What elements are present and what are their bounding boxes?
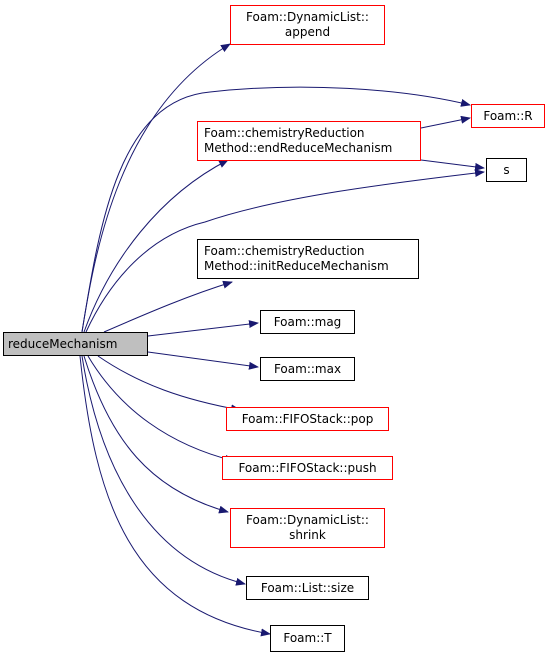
edge-root-shrink <box>83 355 229 514</box>
edge-root-endreduce <box>83 159 229 333</box>
node-label: Foam::FIFOStack::push <box>238 460 377 475</box>
node-foam-r[interactable]: Foam::R <box>471 104 545 128</box>
node-fifo-stack-pop[interactable]: Foam::FIFOStack::pop <box>226 407 389 431</box>
node-label: Foam::List::size <box>260 580 355 595</box>
node-label-line2: Method::endReduceMechanism <box>204 141 393 155</box>
node-foam-max[interactable]: Foam::max <box>260 357 355 381</box>
node-fifo-stack-push[interactable]: Foam::FIFOStack::push <box>222 456 393 480</box>
node-init-reduce-mechanism[interactable]: Foam::chemistryReduction Method::initRed… <box>197 239 419 279</box>
node-list-size[interactable]: Foam::List::size <box>246 576 369 600</box>
node-label: Foam::T <box>283 631 332 645</box>
node-label-line1: Foam::DynamicList:: <box>246 513 369 527</box>
node-label: Foam::max <box>273 361 342 376</box>
node-label: Foam::mag <box>273 314 342 329</box>
edge-root-t <box>79 355 271 637</box>
node-foam-t[interactable]: Foam::T <box>270 625 345 652</box>
edge-root-r <box>81 86 471 333</box>
node-label-line1: Foam::DynamicList:: <box>246 10 369 24</box>
edge-root-size <box>81 355 246 586</box>
node-foam-mag[interactable]: Foam::mag <box>260 310 355 334</box>
node-label: s <box>503 162 510 177</box>
edge-root-push <box>87 355 235 463</box>
edge-root-s <box>85 169 485 333</box>
node-dynamic-list-shrink[interactable]: Foam::DynamicList:: shrink <box>230 508 385 548</box>
node-reduce-mechanism[interactable]: reduceMechanism <box>3 332 148 356</box>
edge-root-append <box>81 43 231 333</box>
node-label: reduceMechanism <box>8 336 118 351</box>
edge-root-max <box>147 351 259 370</box>
node-label-line1: Foam::chemistryReduction <box>204 126 365 140</box>
node-label-line2: append <box>284 25 331 39</box>
node-label: Foam::FIFOStack::pop <box>241 411 374 426</box>
node-label: Foam::R <box>483 108 533 123</box>
edge-endreduce-s <box>420 159 485 171</box>
node-s[interactable]: s <box>486 158 527 182</box>
edge-root-initreduce <box>103 280 233 333</box>
node-label-line1: Foam::chemistryReduction <box>204 244 365 258</box>
edge-root-pop <box>97 355 241 413</box>
node-dynamic-list-append[interactable]: Foam::DynamicList:: append <box>230 5 385 45</box>
node-end-reduce-mechanism[interactable]: Foam::chemistryReduction Method::endRedu… <box>197 121 421 161</box>
edge-root-mag <box>147 320 259 337</box>
edge-endreduce-r <box>420 115 471 129</box>
node-label-line2: Method::initReduceMechanism <box>204 259 389 273</box>
node-label-line2: shrink <box>289 528 326 542</box>
